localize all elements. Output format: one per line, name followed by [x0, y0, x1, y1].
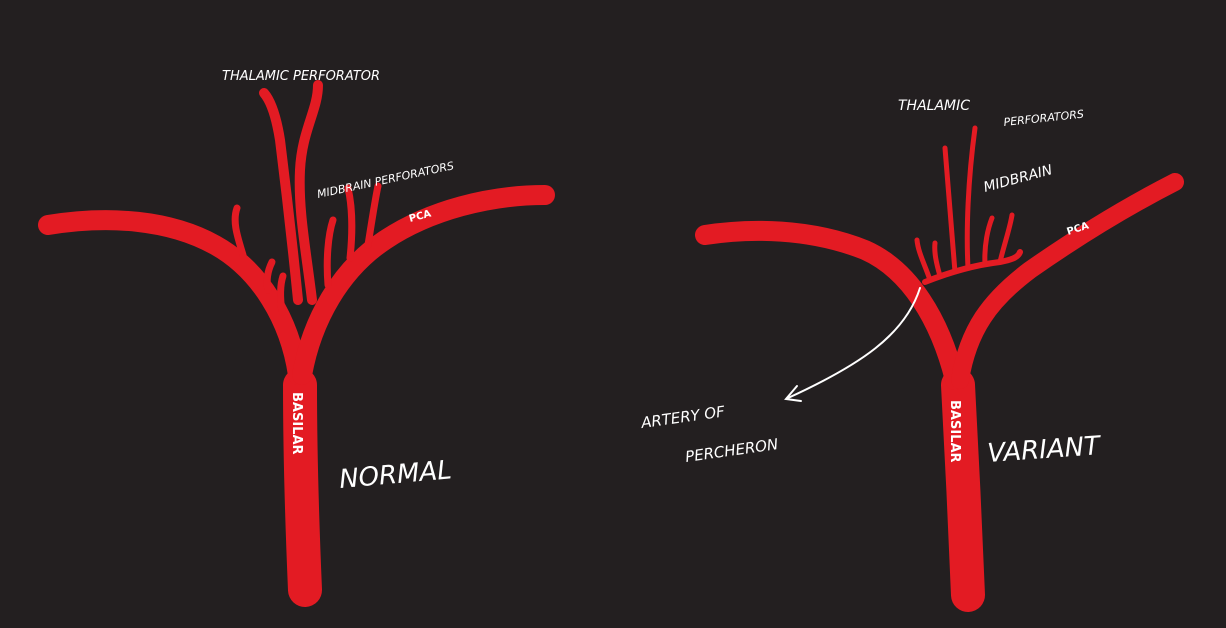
- normal-midbrain-perforator-3: [277, 272, 287, 316]
- variant-perforator-2: [932, 240, 943, 279]
- variant-thalamic-label-2: PERFORATORS: [1003, 108, 1085, 129]
- variant-thalamic-perforator-left: [942, 145, 958, 275]
- normal-basilar-label: BASILAR: [289, 392, 304, 455]
- percheron-arrowhead-icon: [784, 385, 802, 402]
- normal-midbrain-perforator-2: [263, 258, 276, 294]
- normal-caption: NORMAL: [338, 455, 453, 495]
- variant-thalamic-label-1: THALAMIC: [898, 98, 970, 114]
- normal-left-pca: [38, 210, 308, 385]
- normal-diagram: THALAMIC PERFORATOR MIDBRAIN PERFORATORS…: [38, 69, 555, 607]
- normal-midbrain-perforator-1: [231, 204, 247, 259]
- normal-midbrain-perforator-5: [344, 184, 356, 262]
- variant-left-pca: [695, 220, 965, 390]
- normal-midbrain-perforator-6: [364, 182, 382, 249]
- variant-thalamic-perforator-right: [964, 125, 978, 271]
- variant-caption: VARIANT: [986, 431, 1103, 469]
- variant-artery-label-2: PERCHERON: [684, 435, 779, 466]
- normal-midbrain-perforator-4: [323, 216, 337, 289]
- variant-midbrain-perforator-1: [982, 215, 995, 267]
- normal-right-pca: [292, 185, 555, 385]
- normal-thalamic-perforator-left: [259, 88, 303, 305]
- variant-midbrain-perforator-2: [997, 212, 1015, 265]
- variant-basilar-label: BASILAR: [947, 400, 962, 463]
- normal-thalamic-perforator-right: [294, 80, 323, 305]
- percheron-pointer-line: [787, 287, 921, 399]
- normal-basilar-artery: [283, 368, 322, 607]
- variant-right-pca: [951, 173, 1184, 389]
- normal-thalamic-label: THALAMIC PERFORATOR: [222, 69, 380, 84]
- variant-basilar-artery: [941, 368, 985, 612]
- variant-perforator-1: [914, 237, 933, 283]
- variant-diagram: THALAMIC PERFORATORS MIDBRAIN PCA BASILA…: [639, 98, 1184, 612]
- normal-midbrain-label: MIDBRAIN PERFORATORS: [316, 159, 455, 201]
- variant-artery-label-1: ARTERY OF: [639, 402, 726, 432]
- variant-midbrain-label: MIDBRAIN: [982, 162, 1055, 196]
